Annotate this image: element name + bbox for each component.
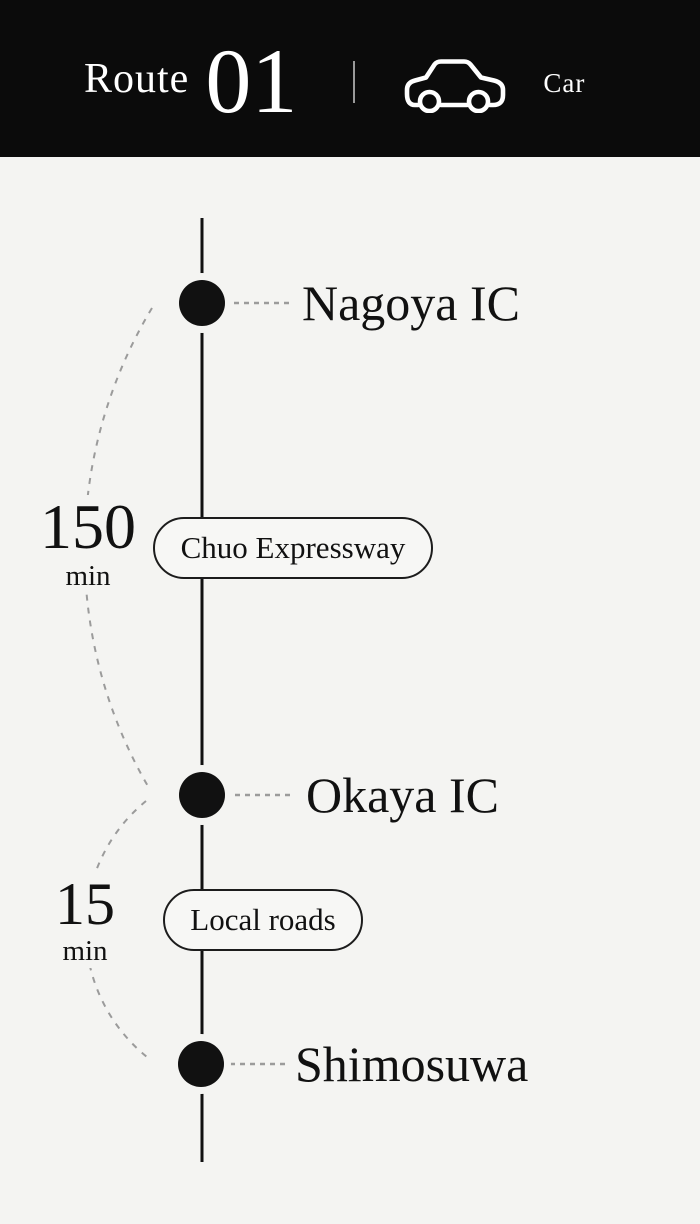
duration-label: 150 min	[36, 495, 140, 593]
duration-label: 15 min	[45, 874, 125, 968]
duration-unit: min	[65, 559, 111, 592]
mode-label: Car	[543, 68, 586, 98]
road-pill-label: Chuo Expressway	[180, 530, 406, 565]
duration-unit: min	[62, 935, 108, 967]
station-label: Shimosuwa	[295, 1036, 529, 1092]
duration-value: 150	[40, 491, 136, 562]
route-label: Route	[84, 55, 190, 102]
route-number: 01	[205, 29, 298, 132]
station-node	[179, 772, 225, 818]
station-label: Nagoya IC	[302, 275, 520, 331]
car-icon	[403, 55, 507, 113]
route-header: Route 01 Car	[0, 0, 700, 157]
road-pill: Local roads	[163, 889, 363, 951]
header-divider	[353, 60, 356, 103]
road-pill: Chuo Expressway	[153, 517, 433, 579]
duration-value: 15	[55, 871, 115, 937]
road-pill-label: Local roads	[190, 902, 336, 937]
station-node	[178, 1041, 224, 1087]
station-node	[179, 280, 225, 326]
station-label: Okaya IC	[306, 767, 499, 823]
